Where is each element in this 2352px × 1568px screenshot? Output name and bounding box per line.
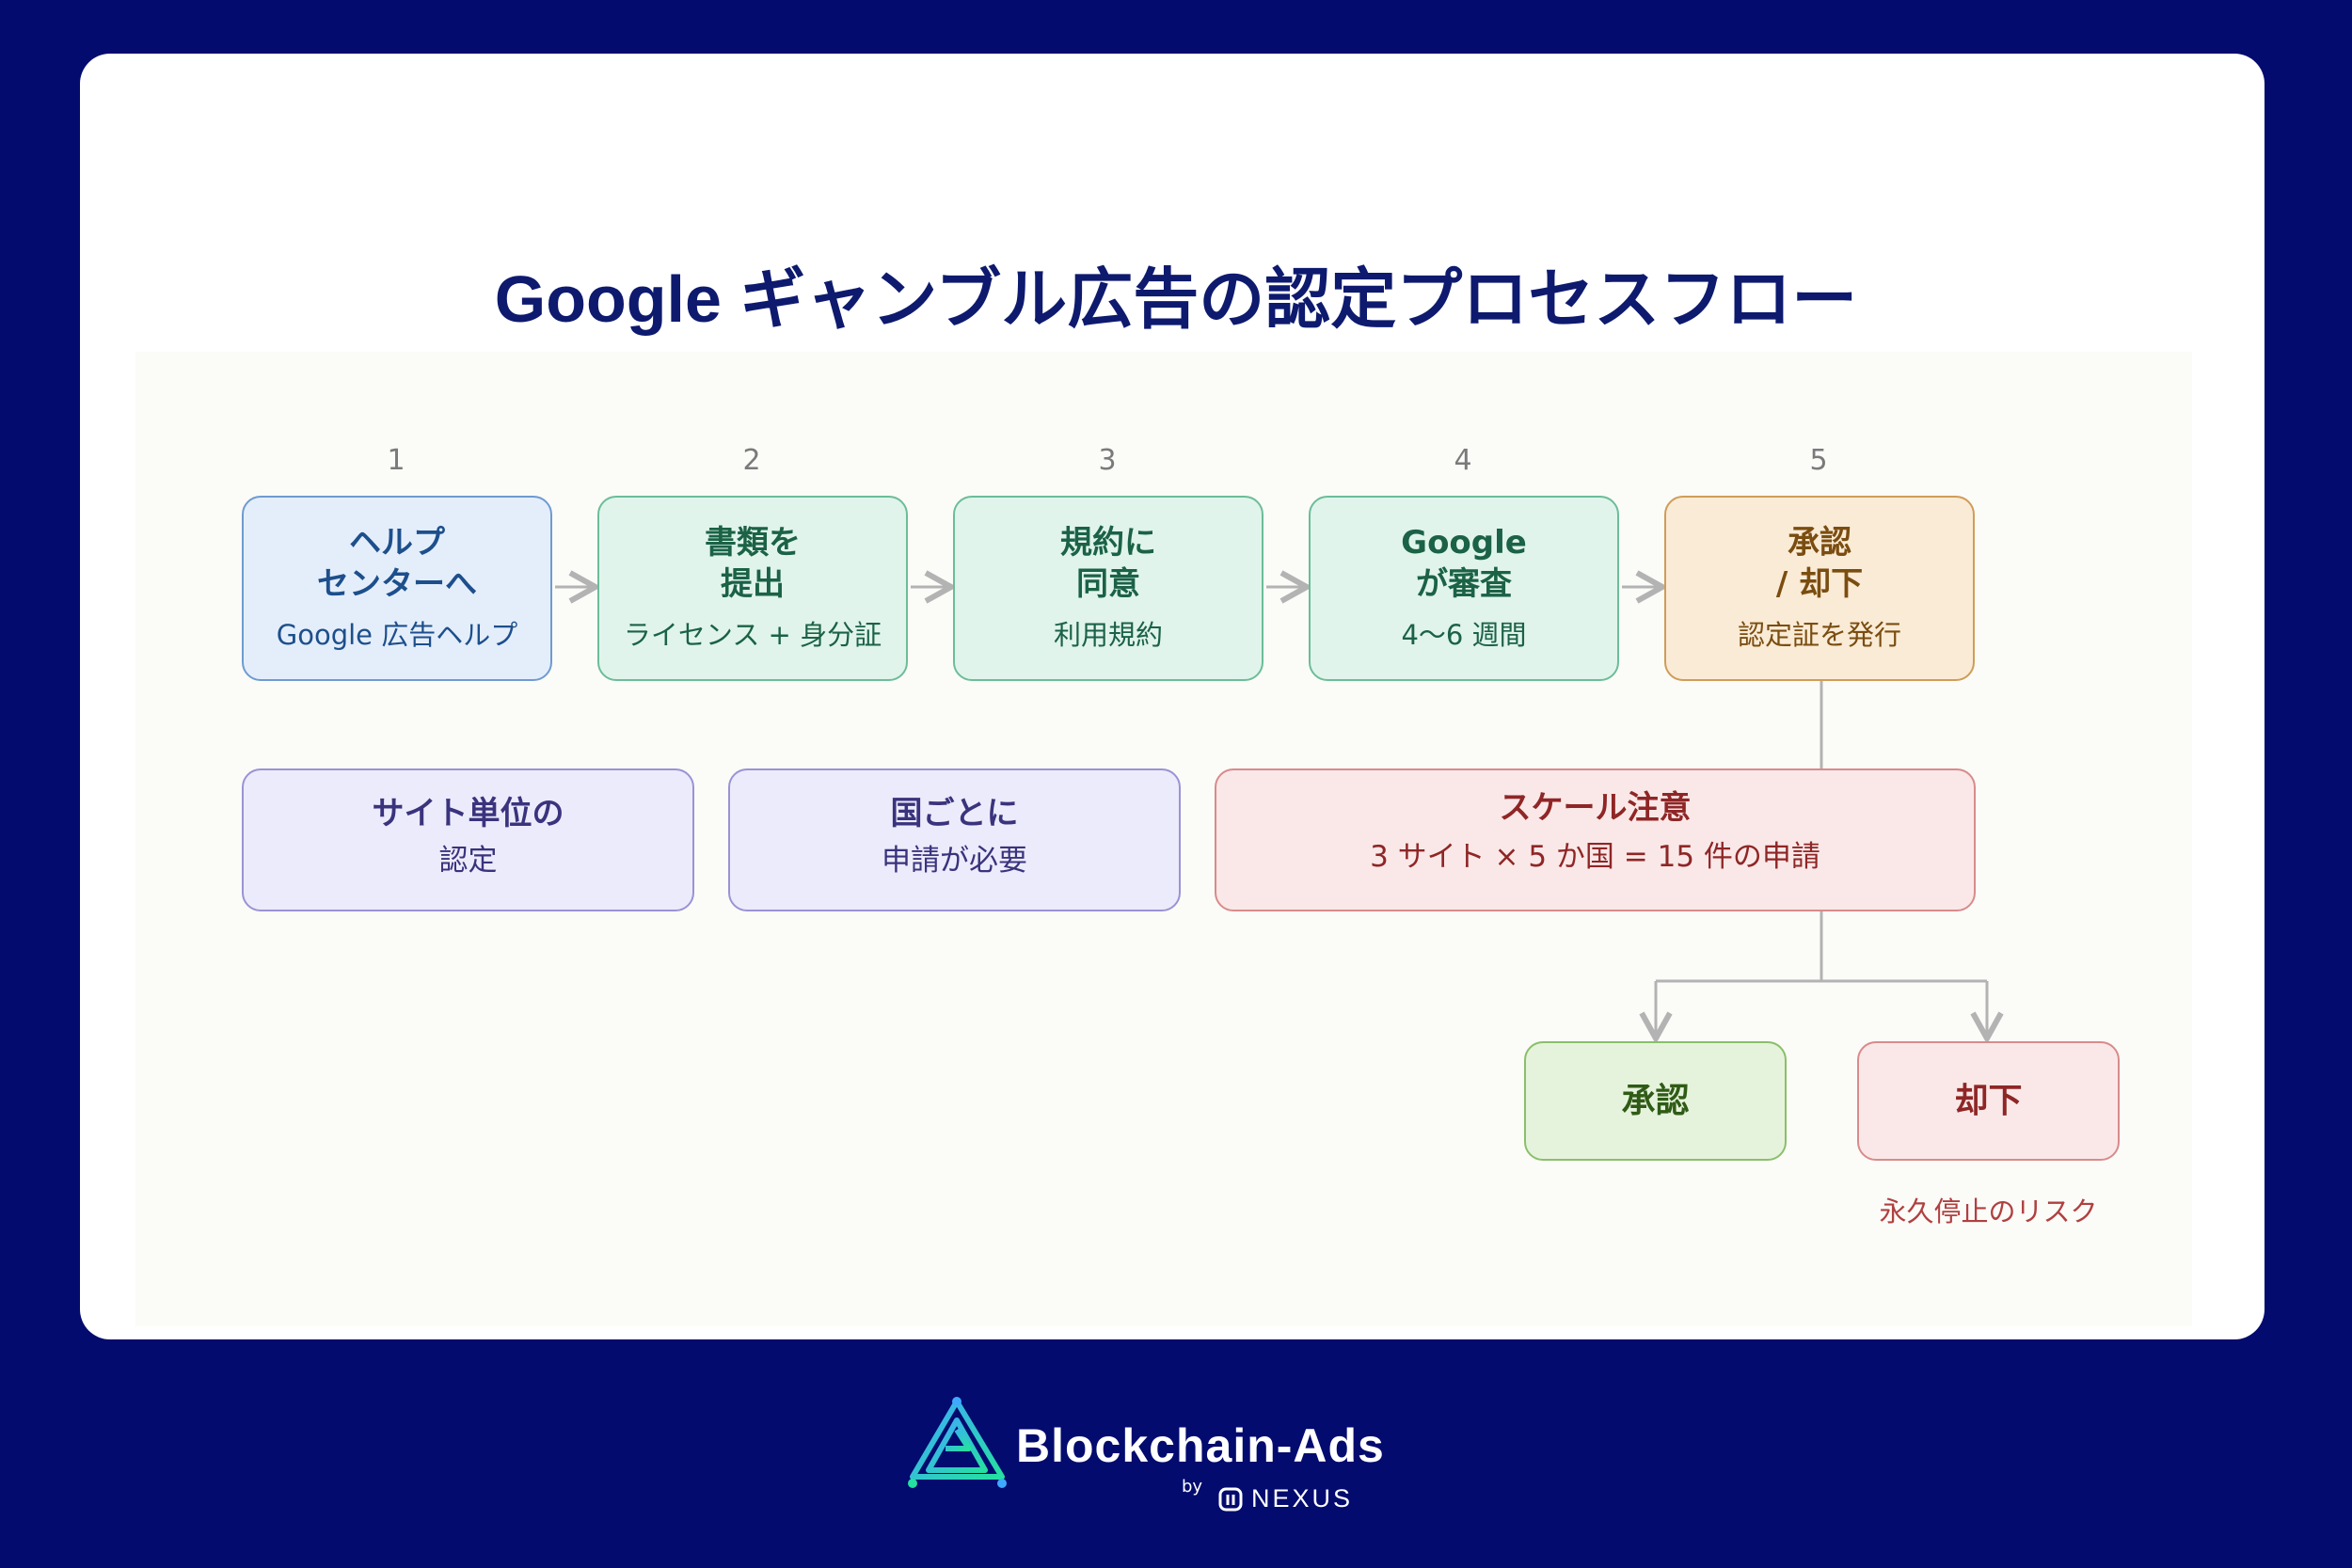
blockchain-ads-logo-icon: [908, 1397, 1007, 1488]
step-number-3: 3: [1098, 444, 1117, 477]
step-box-2: 書類を 提出 ライセンス + 身分証: [597, 496, 908, 681]
brand-name: Blockchain-Ads: [1016, 1419, 1385, 1472]
note-per-country: 国ごとに 申請が必要: [728, 768, 1181, 911]
step-title-line2: が審査: [1416, 565, 1512, 603]
note-subtitle: 3 サイト × 5 か国 = 15 件の申請: [1370, 840, 1820, 874]
step-number-5: 5: [1809, 444, 1828, 477]
step-title-line1: Google: [1401, 524, 1527, 562]
step-title-line1: 書類を: [705, 524, 801, 562]
nexus-icon: [1218, 1487, 1243, 1512]
reject-risk-note: 永久停止のリスク: [1879, 1196, 2098, 1227]
note-title: サイト単位の: [372, 795, 564, 832]
diagram-title: Google ギャンブル広告の認定プロセスフロー: [494, 262, 1858, 336]
outcome-reject: 却下: [1857, 1041, 2120, 1161]
step-title-line2: / 却下: [1775, 565, 1864, 603]
step-box-5: 承認 / 却下 認定証を発行: [1664, 496, 1975, 681]
step-subtitle: 4〜6 週間: [1401, 619, 1527, 651]
note-title: 国ごとに: [890, 795, 1019, 832]
step-subtitle: 認定証を発行: [1737, 619, 1901, 651]
note-title: スケール注意: [1499, 789, 1692, 827]
outcome-approve: 承認: [1524, 1041, 1787, 1161]
step-title: ヘルプ センターへ: [244, 522, 550, 605]
note-subtitle: 申請が必要: [882, 844, 1027, 878]
outcome-label: 承認: [1621, 1082, 1690, 1120]
step-title-line2: 同意: [1076, 565, 1140, 603]
step-box-3: 規約に 同意 利用規約: [953, 496, 1263, 681]
step-title: 書類を 提出: [599, 522, 906, 605]
step-number-4: 4: [1454, 444, 1472, 477]
step-title-line1: 規約に: [1060, 524, 1156, 562]
step-title-line2: 提出: [721, 565, 785, 603]
brand-parent: NEXUS: [1251, 1484, 1354, 1513]
step-number-1: 1: [387, 444, 405, 477]
step-title-line1: 承認: [1788, 524, 1851, 562]
step-title: 承認 / 却下: [1666, 522, 1973, 605]
note-scale-warning: スケール注意 3 サイト × 5 か国 = 15 件の申請: [1215, 768, 1976, 911]
note-subtitle: 認定: [438, 844, 498, 878]
step-subtitle: Google 広告ヘルプ: [276, 619, 518, 651]
step-title-line2: センターへ: [317, 565, 477, 603]
brand-by: by: [1182, 1477, 1203, 1497]
step-title: Google が審査: [1311, 522, 1617, 605]
step-number-2: 2: [742, 444, 761, 477]
note-site-unit: サイト単位の 認定: [242, 768, 694, 911]
step-subtitle: 利用規約: [1053, 619, 1163, 651]
step-box-4: Google が審査 4〜6 週間: [1309, 496, 1619, 681]
step-title: 規約に 同意: [955, 522, 1262, 605]
step-title-line1: ヘルプ: [349, 524, 445, 562]
step-box-1: ヘルプ センターへ Google 広告ヘルプ: [242, 496, 552, 681]
step-subtitle: ライセンス + 身分証: [623, 619, 882, 651]
outcome-label: 却下: [1954, 1082, 2023, 1120]
